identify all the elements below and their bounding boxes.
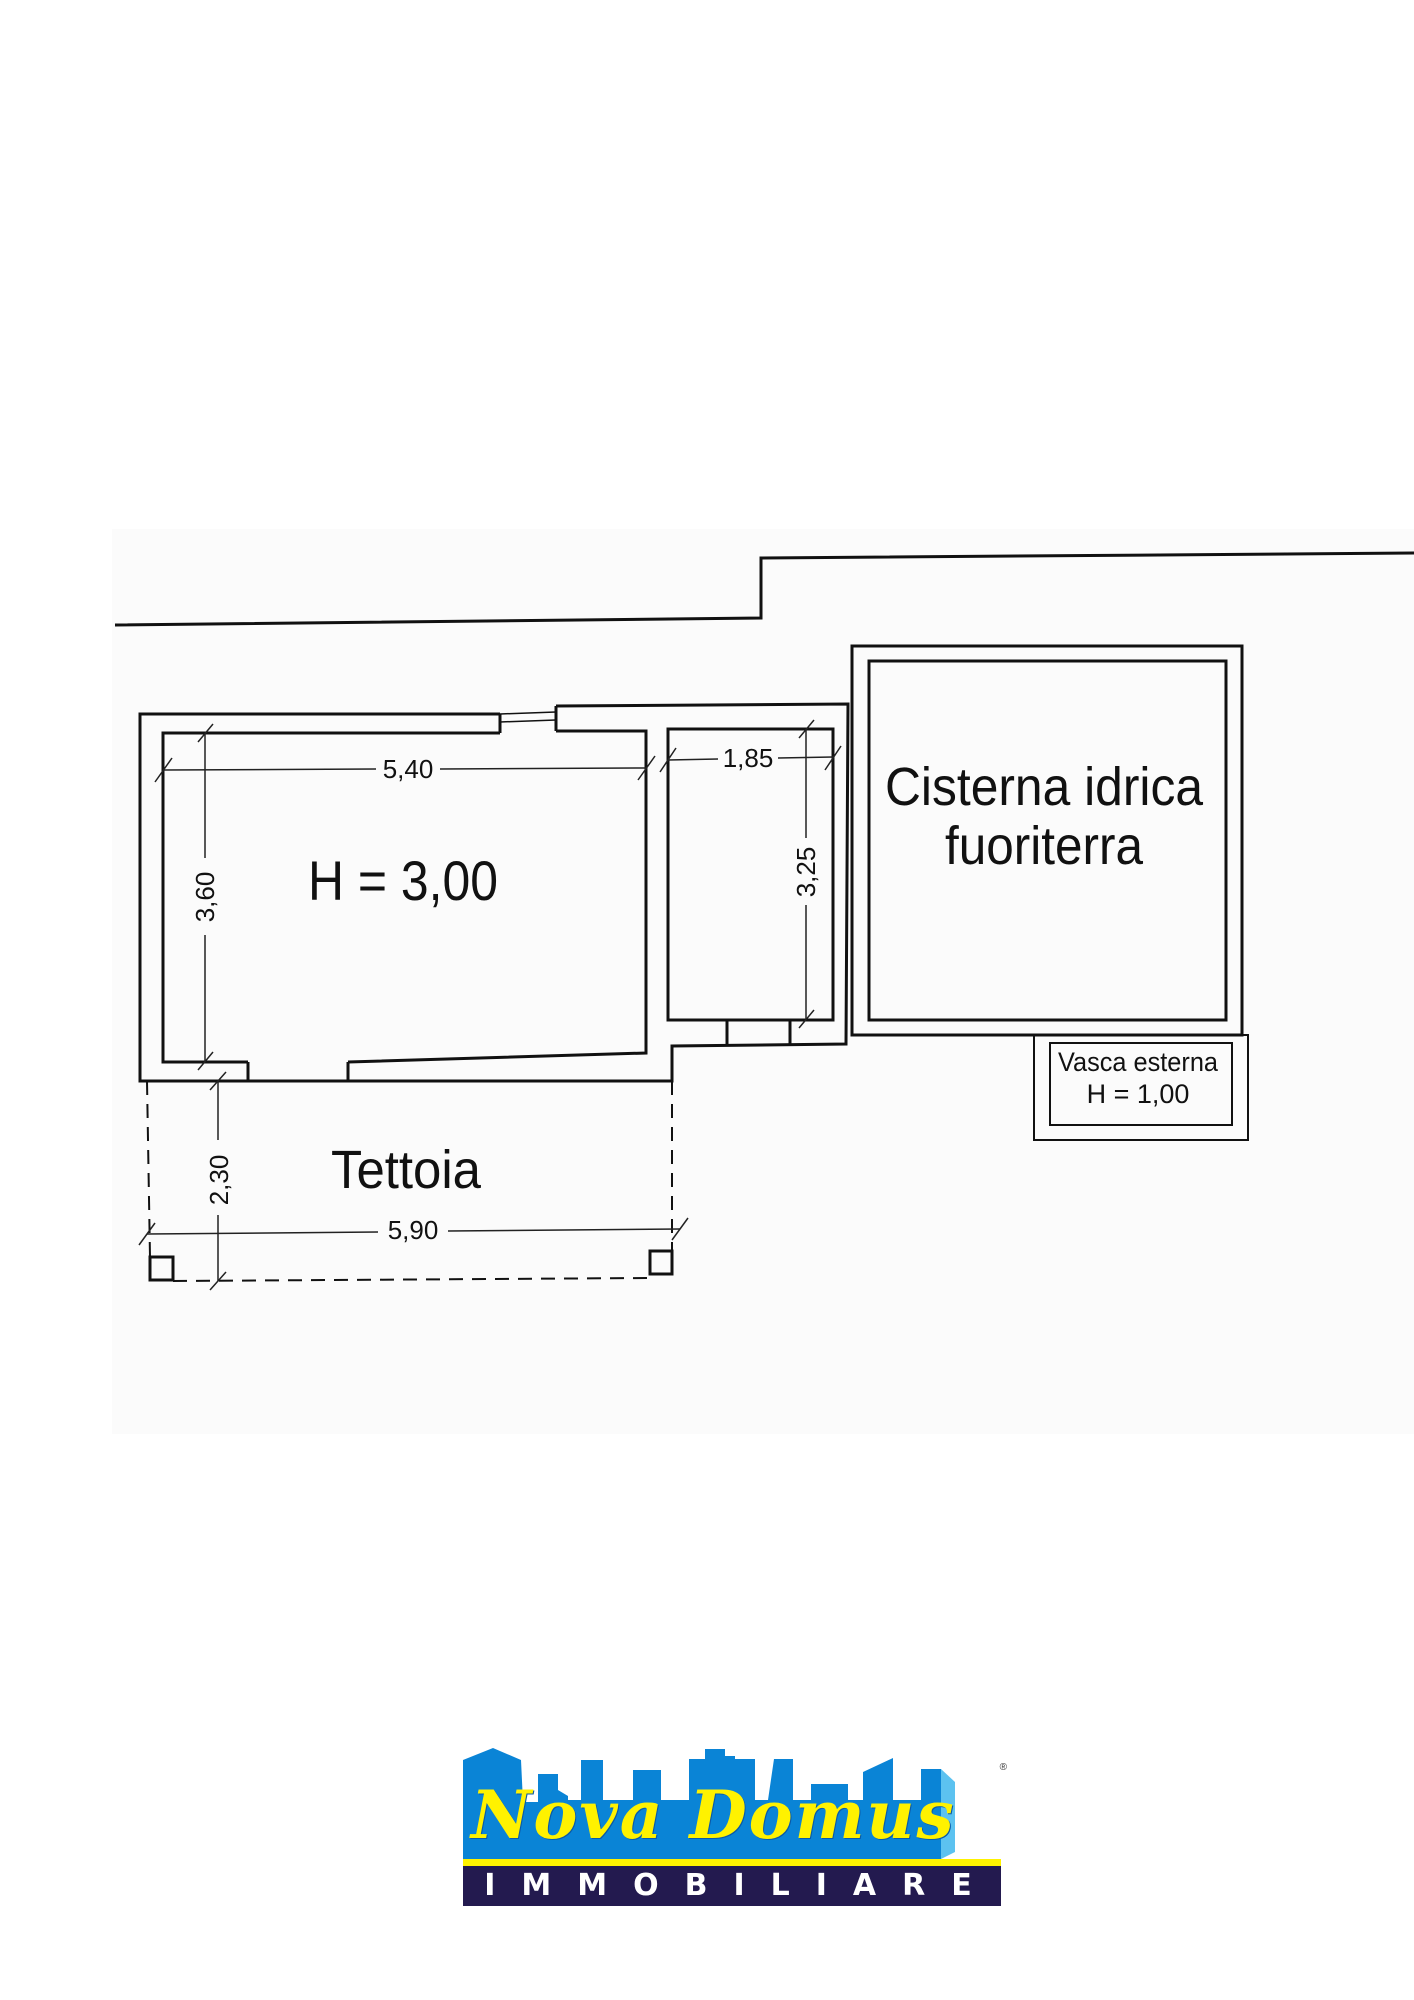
small-room-width-dim: 1,85 <box>723 743 774 773</box>
scan-background <box>112 529 1414 1434</box>
canopy-depth-dim: 2,30 <box>204 1155 234 1206</box>
registered-mark: ® <box>999 1762 1007 1773</box>
tank-inner-wall <box>1049 1042 1233 1126</box>
small-room-depth-dim: 3,25 <box>791 847 821 898</box>
cistern-label-line2: fuoriterra <box>945 816 1144 876</box>
logo-subtitle: IMMOBILIARE <box>463 1866 1001 1906</box>
tank-label-line1: Vasca esterna <box>1058 1047 1219 1077</box>
cistern-inner-wall <box>867 659 1228 1022</box>
tank-outer-wall <box>1033 1034 1249 1141</box>
logo-stripe <box>463 1859 1001 1866</box>
small-room-inner-wall <box>666 727 835 1022</box>
canopy-pillar <box>148 1255 175 1282</box>
property-boundary <box>114 551 1414 627</box>
tank-label-line2: H = 1,00 <box>1087 1079 1190 1109</box>
skyline-graphic <box>463 1748 955 1859</box>
main-building-outer-wall <box>138 702 850 1083</box>
main-room-height-label: H = 3,00 <box>308 849 498 912</box>
main-room-width-dim: 5,40 <box>383 754 434 784</box>
canopy-outline <box>146 1080 673 1282</box>
logo-title: Nova Domus <box>471 1776 956 1854</box>
canopy-width-dim: 5,90 <box>388 1215 439 1245</box>
main-room-depth-dim: 3,60 <box>190 872 220 923</box>
cistern-label-line1: Cisterna idrica <box>885 757 1204 817</box>
nova-domus-logo: Nova Domus ® IMMOBILIARE <box>463 1744 1007 1907</box>
canopy-pillar <box>648 1249 674 1276</box>
canopy-label: Tettoia <box>331 1140 482 1200</box>
